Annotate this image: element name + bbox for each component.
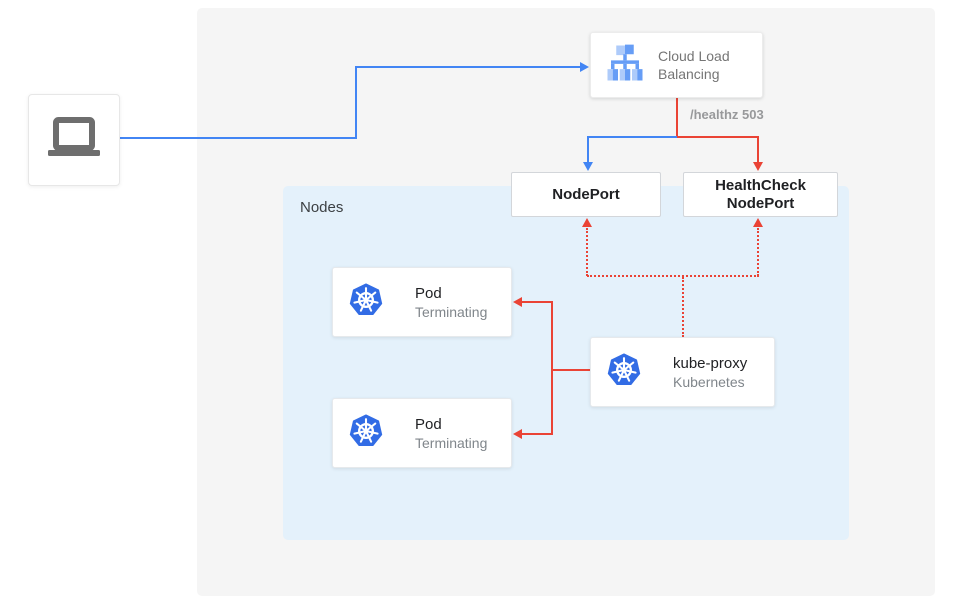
- arrowhead-into-nodeport: [583, 162, 593, 171]
- lb-to-nodeport-connector: [587, 136, 677, 138]
- pod-node-1: Pod Terminating: [332, 267, 512, 337]
- cloud-load-balancing-node: Cloud Load Balancing: [590, 32, 763, 98]
- kubernetes-icon: [347, 412, 385, 455]
- pod-node-2: Pod Terminating: [332, 398, 512, 468]
- healthz-status-label: /healthz 503: [690, 107, 764, 122]
- pod-title: Pod: [415, 284, 442, 302]
- nodeport-label: NodePort: [552, 185, 620, 203]
- client-to-lb-connector: [357, 66, 581, 68]
- lb-to-nodeport-connector: [587, 136, 589, 163]
- kubeproxy-dotted-crossbar: [587, 275, 759, 277]
- connector-to-pod-2: [521, 433, 553, 435]
- kube-proxy-title: kube-proxy: [673, 354, 748, 372]
- healthcheck-nodeport-node: HealthCheck NodePort: [683, 172, 838, 217]
- client-node: [28, 94, 120, 186]
- kubeproxy-dotted-stem: [682, 277, 684, 337]
- cloud-load-balancing-icon: [604, 42, 646, 89]
- nodeport-node: NodePort: [511, 172, 661, 217]
- cloud-load-balancing-label: Cloud Load Balancing: [658, 47, 730, 82]
- lb-to-healthcheck-connector: [757, 136, 759, 163]
- client-to-lb-connector: [355, 66, 357, 139]
- connector-to-pod-1: [521, 301, 553, 303]
- pod-title: Pod: [415, 415, 442, 433]
- kubernetes-icon: [347, 281, 385, 324]
- client-to-lb-connector: [120, 137, 357, 139]
- kubernetes-icon: [605, 351, 643, 394]
- arrowhead-into-pod-1: [513, 297, 522, 307]
- arrowhead-into-healthcheck-nodeport: [753, 162, 763, 171]
- kubeproxy-to-pods-connector: [552, 369, 590, 371]
- arrowhead-dotted-into-nodeport: [582, 218, 592, 227]
- kube-proxy-subtitle: Kubernetes: [673, 373, 745, 390]
- lb-healthcheck-connector: [676, 98, 678, 138]
- arrowhead-into-load-balancer: [580, 62, 589, 72]
- nodes-group-label: Nodes: [300, 199, 344, 216]
- pod-status: Terminating: [415, 434, 488, 451]
- healthcheck-nodeport-label: HealthCheck NodePort: [715, 176, 806, 212]
- kube-proxy-node: kube-proxy Kubernetes: [590, 337, 775, 407]
- lb-to-healthcheck-connector: [678, 136, 759, 138]
- arrowhead-into-pod-2: [513, 429, 522, 439]
- kubeproxy-to-pods-connector: [551, 301, 553, 435]
- kubeproxy-to-healthcheck-dotted: [757, 228, 759, 276]
- kubeproxy-to-nodeport-dotted: [586, 228, 588, 276]
- arrowhead-dotted-into-healthcheck-nodeport: [753, 218, 763, 227]
- pod-status: Terminating: [415, 303, 488, 320]
- laptop-icon: [45, 114, 103, 167]
